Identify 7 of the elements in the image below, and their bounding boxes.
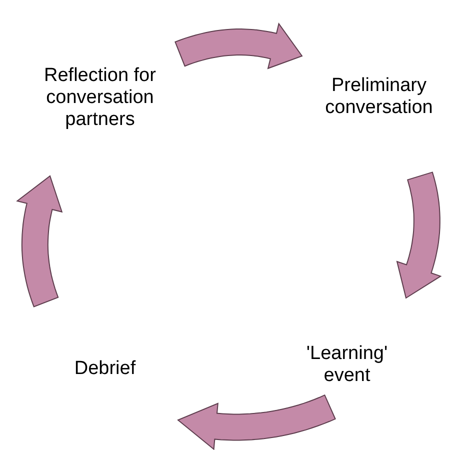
curved-arrow xyxy=(396,172,442,299)
stage-label: Reflection for conversation partners xyxy=(38,48,162,148)
curved-arrow xyxy=(16,175,63,308)
stage-label: 'Learning' event xyxy=(295,334,399,396)
curved-arrow xyxy=(174,22,303,70)
stage-label: Debrief xyxy=(55,355,155,383)
stage-label: Preliminary conversation xyxy=(303,72,455,122)
